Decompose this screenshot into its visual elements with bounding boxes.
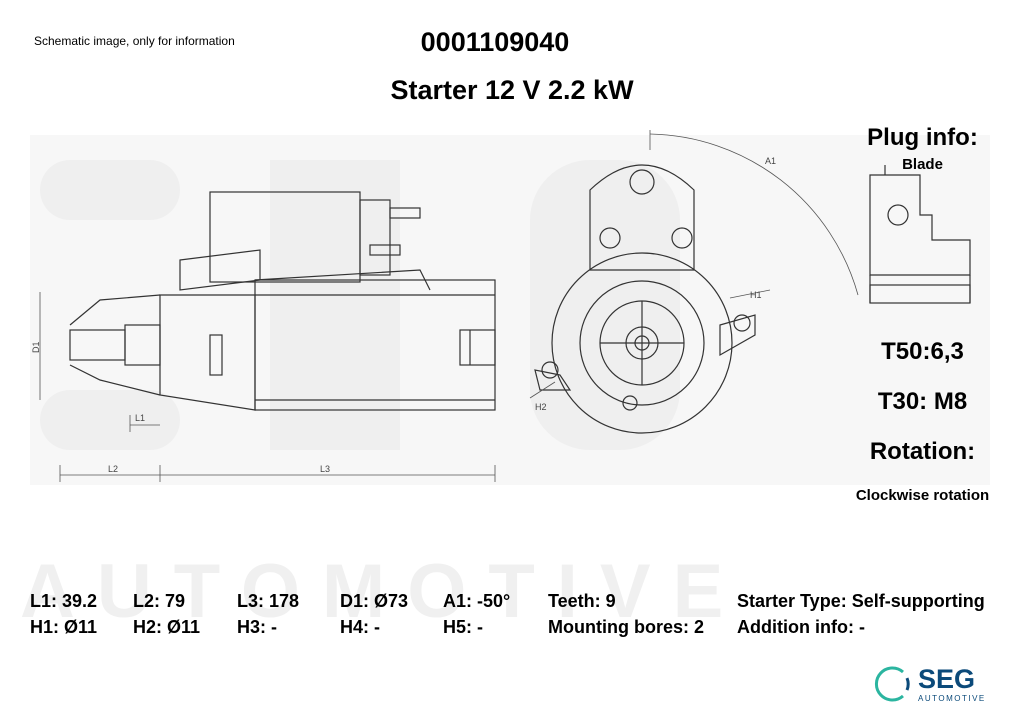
terminal-t50: T50:6,3 [881, 338, 964, 365]
dim-label-h2: H2 [535, 402, 547, 412]
disclaimer-note: Schematic image, only for information [34, 34, 235, 48]
spec-a1: A1: -50° [443, 591, 511, 611]
rotation-heading: Rotation: [869, 438, 976, 465]
plug-info-heading: Plug info: [867, 124, 978, 151]
starter-front-view [534, 164, 756, 434]
technical-drawing: D1 L1 L2 L3 A1 H1 H2 [30, 130, 990, 485]
terminal-t30: T30: M8 [877, 388, 968, 415]
spec-h1: H1: Ø11 [30, 617, 98, 637]
front-dimensions [529, 130, 859, 399]
spec-l1: L1: 39.2 [30, 591, 98, 611]
spec-l3: L3: 178 [237, 591, 300, 611]
spec-h2: H2: Ø11 [133, 617, 201, 637]
spec-d1: D1: Ø73 [340, 591, 409, 611]
spec-l2: L2: 79 [133, 591, 186, 611]
spec-starter-type: Starter Type: Self-supporting [737, 591, 985, 611]
dim-label-l2: L2 [108, 464, 118, 474]
part-number: 0001109040 [420, 27, 570, 57]
spec-teeth: Teeth: 9 [548, 591, 616, 611]
dim-label-d1: D1 [31, 341, 41, 353]
seg-logo-text: SEG [918, 664, 976, 694]
spec-mounting-bores: Mounting bores: 2 [548, 617, 704, 637]
dim-label-l3: L3 [320, 464, 330, 474]
spec-h4: H4: - [340, 617, 380, 637]
spec-h3: H3: - [237, 617, 277, 637]
product-title: Starter 12 V 2.2 kW [390, 75, 634, 105]
watermark-text: AUTOMOTIVE [20, 549, 746, 634]
rotation-value: Clockwise rotation [855, 487, 990, 504]
dim-label-a1: A1 [765, 156, 776, 166]
dim-label-l1: L1 [135, 413, 145, 423]
spec-addition-info: Addition info: - [737, 617, 865, 637]
side-dimensions [39, 292, 496, 482]
seg-logo-icon [874, 666, 910, 702]
dim-label-h1: H1 [750, 290, 762, 300]
plug-type: Blade [902, 156, 943, 173]
spec-h5: H5: - [443, 617, 483, 637]
blade-plug-icon [869, 165, 971, 304]
seg-logo-tagline: AUTOMOTIVE [918, 694, 986, 703]
starter-side-view [69, 191, 496, 411]
